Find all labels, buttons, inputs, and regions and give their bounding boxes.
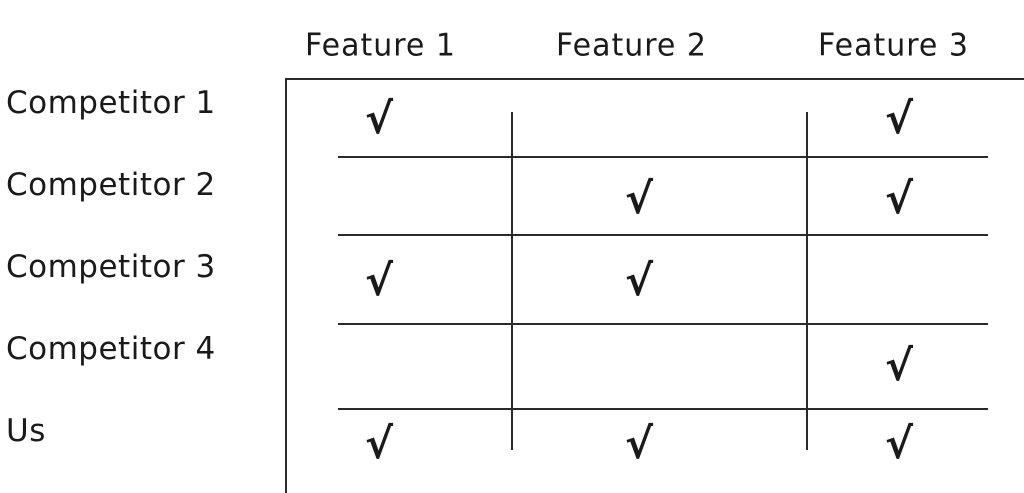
check-mark-r2-c3: √ <box>885 174 914 223</box>
check-mark-r2-c2: √ <box>625 174 654 223</box>
row-label-us: Us <box>6 413 46 449</box>
row-label-competitor-1: Competitor 1 <box>6 85 216 121</box>
column-header-feature-2: Feature 2 <box>556 27 707 64</box>
check-mark-r3-c2: √ <box>625 256 654 305</box>
row-label-competitor-2: Competitor 2 <box>6 167 216 203</box>
column-divider <box>806 112 808 450</box>
table-left-border <box>285 78 287 493</box>
column-header-feature-3: Feature 3 <box>818 27 969 64</box>
check-mark-r1-c3: √ <box>885 94 914 143</box>
row-divider <box>338 156 988 158</box>
column-divider <box>511 112 513 450</box>
check-mark-r1-c1: √ <box>365 94 394 143</box>
column-header-feature-1: Feature 1 <box>305 27 456 64</box>
row-divider <box>338 234 988 236</box>
row-label-competitor-4: Competitor 4 <box>6 331 216 367</box>
check-mark-r5-c3: √ <box>885 419 914 468</box>
row-divider <box>338 323 988 325</box>
check-mark-r5-c2: √ <box>625 419 654 468</box>
check-mark-r4-c3: √ <box>885 341 914 390</box>
table-top-border <box>285 78 1024 80</box>
row-label-competitor-3: Competitor 3 <box>6 249 216 285</box>
row-divider <box>338 408 988 410</box>
check-mark-r3-c1: √ <box>365 256 394 305</box>
check-mark-r5-c1: √ <box>365 419 394 468</box>
